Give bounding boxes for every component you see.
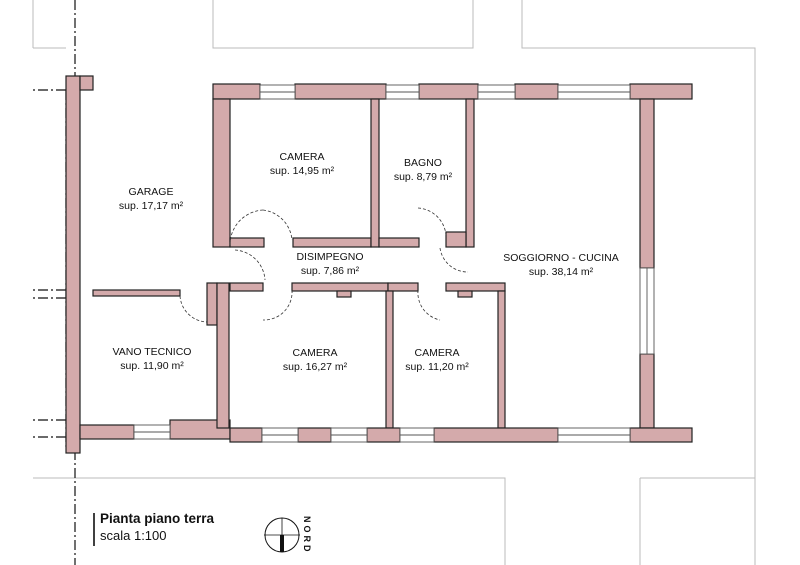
wall-segment bbox=[465, 98, 475, 248]
room-name-camera-1: CAMERA bbox=[280, 151, 325, 163]
room-area-disimpegno: sup. 7,86 m² bbox=[301, 265, 360, 277]
wall-segment bbox=[639, 98, 655, 269]
wall-segment bbox=[292, 237, 372, 248]
wall-segment bbox=[497, 290, 506, 429]
room-name-camera-3: CAMERA bbox=[415, 347, 460, 359]
drawing-scale: scala 1:100 bbox=[100, 528, 167, 543]
room-name-soggiorno: SOGGIORNO - CUCINA bbox=[503, 252, 619, 264]
door-swings bbox=[179, 207, 469, 323]
wall-segment bbox=[418, 83, 479, 100]
wall-segment bbox=[229, 282, 264, 292]
room-name-garage: GARAGE bbox=[129, 186, 174, 198]
wall-segment bbox=[366, 427, 401, 443]
room-name-bagno: BAGNO bbox=[404, 157, 442, 169]
wall-segment bbox=[378, 237, 420, 248]
wall-segment bbox=[79, 424, 135, 440]
room-area-garage: sup. 17,17 m² bbox=[119, 200, 184, 212]
room-area-soggiorno: sup. 38,14 m² bbox=[529, 266, 594, 278]
windows bbox=[133, 84, 655, 443]
wall-segment bbox=[385, 290, 394, 429]
wall-segment bbox=[457, 290, 473, 298]
wall-segment bbox=[294, 83, 387, 100]
wall-segment bbox=[291, 282, 389, 292]
wall-segment bbox=[629, 427, 693, 443]
wall-segment bbox=[445, 231, 467, 248]
north-arrow-icon: NORD bbox=[264, 516, 312, 555]
room-area-camera-1: sup. 14,95 m² bbox=[270, 165, 335, 177]
wall-segment bbox=[216, 282, 230, 429]
wall-segment bbox=[297, 427, 332, 443]
wall-segment bbox=[514, 83, 559, 100]
context-lines bbox=[32, 0, 756, 565]
room-name-disimpegno: DISIMPEGNO bbox=[296, 251, 363, 263]
wall-segment bbox=[387, 282, 419, 292]
wall-segment bbox=[212, 98, 231, 248]
room-name-camera-2: CAMERA bbox=[293, 347, 338, 359]
wall-segment bbox=[92, 289, 181, 297]
room-labels: GARAGE sup. 17,17 m² CAMERA sup. 14,95 m² BA… bbox=[113, 151, 619, 373]
wall-segment bbox=[336, 290, 352, 298]
room-area-bagno: sup. 8,79 m² bbox=[394, 171, 453, 183]
room-area-camera-3: sup. 11,20 m² bbox=[405, 361, 469, 373]
wall-segment bbox=[639, 353, 655, 429]
wall-segment bbox=[79, 75, 94, 91]
wall-segment bbox=[212, 83, 261, 100]
drawing-title: Pianta piano terra bbox=[100, 511, 215, 526]
walls bbox=[65, 75, 693, 454]
wall-segment bbox=[65, 75, 81, 454]
room-area-camera-2: sup. 16,27 m² bbox=[283, 361, 348, 373]
room-name-vano-tecnico: VANO TECNICO bbox=[113, 346, 192, 358]
wall-segment bbox=[433, 427, 559, 443]
room-area-vano-tecnico: sup. 11,90 m² bbox=[120, 360, 184, 372]
wall-segment bbox=[229, 237, 265, 248]
wall-segment bbox=[445, 282, 506, 292]
wall-segment bbox=[629, 83, 693, 100]
wall-segment bbox=[370, 98, 380, 248]
wall-segment bbox=[229, 427, 263, 443]
north-label: NORD bbox=[302, 516, 312, 555]
wall-segment bbox=[206, 282, 218, 326]
